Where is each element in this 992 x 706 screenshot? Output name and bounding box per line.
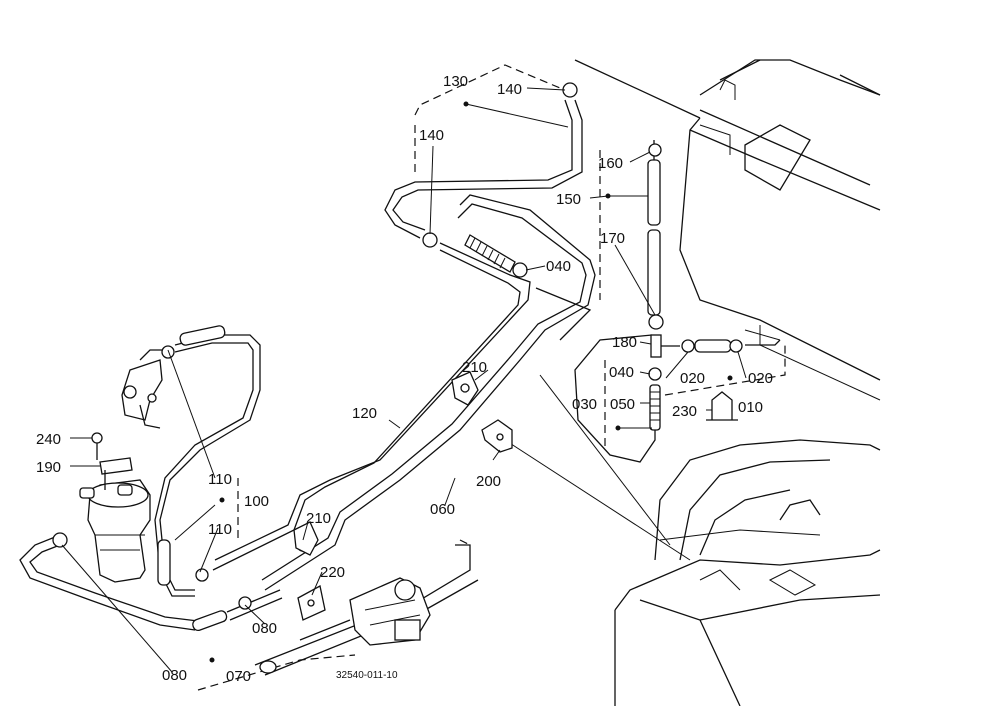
bracket-070 bbox=[197, 654, 356, 691]
fuel-tank-outline bbox=[574, 59, 881, 401]
label-130: 130 bbox=[443, 73, 468, 90]
leader-060 bbox=[539, 374, 671, 546]
label-210-lower: 210 bbox=[306, 510, 331, 527]
hose-030 bbox=[574, 334, 656, 463]
hose-130 bbox=[384, 99, 583, 239]
label-170: 170 bbox=[600, 230, 625, 247]
tee-fitting-180 bbox=[650, 334, 680, 358]
clip-210-upper bbox=[451, 371, 479, 406]
label-200: 200 bbox=[476, 473, 501, 490]
label-240: 240 bbox=[36, 431, 61, 448]
label-180: 180 bbox=[612, 334, 637, 351]
label-040-upper: 040 bbox=[546, 258, 571, 275]
corrugated-hose bbox=[464, 234, 516, 273]
fuel-filter bbox=[79, 432, 151, 583]
hose-110 bbox=[154, 325, 261, 597]
pipe-120 bbox=[212, 242, 531, 571]
label-210-upper: 210 bbox=[462, 359, 487, 376]
label-220: 220 bbox=[320, 564, 345, 581]
label-230: 230 bbox=[672, 403, 697, 420]
label-140-top: 140 bbox=[497, 81, 522, 98]
label-080-left: 080 bbox=[162, 667, 187, 684]
label-050: 050 bbox=[610, 396, 635, 413]
lower-frame bbox=[254, 544, 479, 676]
label-140-left: 140 bbox=[419, 127, 444, 144]
leader-200-frame bbox=[504, 439, 691, 561]
leader-dots bbox=[209, 101, 733, 663]
label-160: 160 bbox=[598, 155, 623, 172]
fender-outline bbox=[614, 439, 881, 706]
bracket-220 bbox=[297, 585, 326, 621]
drawing-code: 32540-011-10 bbox=[336, 670, 398, 681]
label-080-right: 080 bbox=[252, 620, 277, 637]
hose-150-170 bbox=[647, 140, 661, 316]
hose-050 bbox=[649, 384, 661, 431]
label-110-upper: 110 bbox=[208, 471, 232, 488]
label-020-right: 020 bbox=[748, 370, 773, 387]
filter-bracket bbox=[121, 349, 165, 429]
band-clamp-230 bbox=[706, 391, 738, 421]
bracket-020 bbox=[664, 345, 786, 396]
bracket-130 bbox=[414, 64, 561, 116]
label-010: 010 bbox=[738, 399, 763, 416]
label-020-left: 020 bbox=[680, 370, 705, 387]
label-190: 190 bbox=[36, 459, 61, 476]
label-120: 120 bbox=[352, 405, 377, 422]
bracket-200 bbox=[481, 419, 513, 453]
label-150: 150 bbox=[556, 191, 581, 208]
label-070: 070 bbox=[226, 668, 251, 685]
label-040-lower: 040 bbox=[609, 364, 634, 381]
leader-lines bbox=[61, 87, 747, 673]
pipe-070-080 bbox=[19, 534, 283, 632]
label-030: 030 bbox=[572, 396, 597, 413]
label-100: 100 bbox=[244, 493, 269, 510]
label-060: 060 bbox=[430, 501, 455, 518]
pipe-060 bbox=[261, 194, 596, 591]
label-110-lower: 110 bbox=[208, 521, 232, 538]
